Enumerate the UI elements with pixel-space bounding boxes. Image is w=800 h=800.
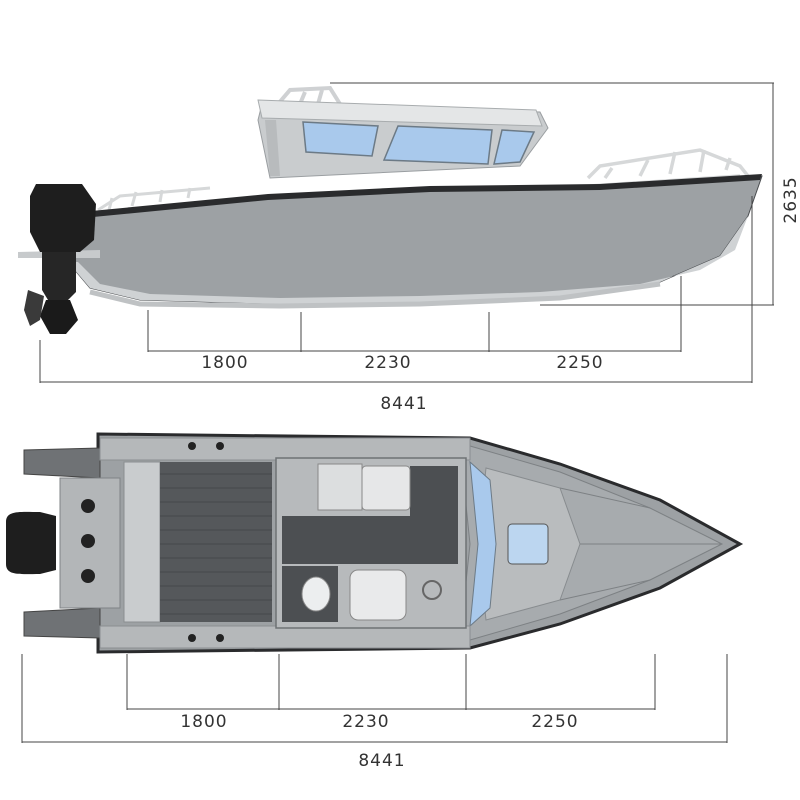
cabin-window-rear [302,121,379,157]
toilet [301,576,331,612]
aft-bench [123,461,161,623]
outboard-engine-top [6,511,56,575]
steering-wheel-icon [422,580,442,600]
outboard-engine [24,184,96,334]
bow-hatch [507,523,549,565]
windscreen [469,460,497,628]
cleat [216,442,224,450]
helm-seat [349,569,407,621]
hull-bottom [68,216,748,304]
cleat [188,442,196,450]
galley-counter [317,463,363,511]
scupper [81,499,95,513]
top-view: 1800 2230 2250 8441 [6,432,744,771]
cleat [188,634,196,642]
cleat [216,634,224,642]
side-overall-length-label: 8441 [380,394,427,414]
cabin-window-front [493,129,536,165]
swim-platform-bottom [23,607,101,639]
aft-rail [97,186,211,215]
aft-deck [160,462,272,622]
top-segment-2-label: 2230 [342,712,389,732]
cabin-pillar [265,120,280,176]
side-deck-bottom [99,625,471,649]
top-segment-1-label: 1800 [180,712,227,732]
top-dimension-lines [21,654,728,743]
gunwale-stripe [60,174,762,220]
side-deck-top [99,437,471,461]
side-height-label: 2635 [781,176,800,223]
bow-seam [559,487,722,601]
side-segment-3-label: 2250 [556,353,603,373]
cabin-floor [282,516,458,564]
side-segment-1-label: 1800 [201,353,248,373]
cabin-window-mid [382,125,493,165]
side-dimension-lines [39,82,774,383]
cabin-floor-upper [410,466,458,516]
passenger-seat [361,465,411,511]
scupper [81,569,95,583]
side-segment-2-label: 2230 [364,353,411,373]
top-segment-3-label: 2250 [531,712,578,732]
keel-line [89,281,661,309]
top-overall-length-label: 8441 [358,751,405,771]
swim-platform-top [23,447,101,479]
deck-stripes [160,473,272,615]
side-view: 1800 2230 2250 8441 2635 [18,82,800,414]
cabin-roof [257,99,543,127]
scupper [81,534,95,548]
